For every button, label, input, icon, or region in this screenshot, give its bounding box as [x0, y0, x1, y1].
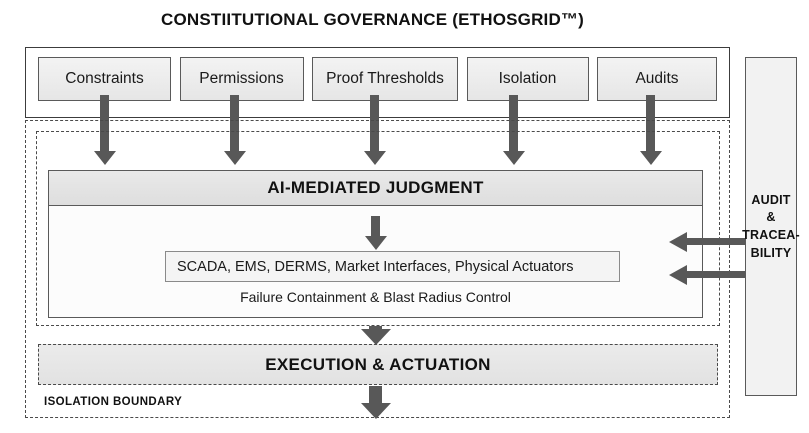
arrow-audits-down: [646, 95, 655, 152]
judgment-header: AI-MEDIATED JUDGMENT: [48, 170, 703, 206]
audit-traceability-sidebar[interactable]: AUDIT & TRACEA- BILITY: [742, 57, 800, 396]
arrow-audit-feedback-lower: [686, 271, 745, 278]
isolation-boundary-label: ISOLATION BOUNDARY: [44, 396, 183, 408]
arrow-execution-output: [369, 386, 382, 404]
failure-containment-text: Failure Containment & Blast Radius Contr…: [240, 289, 511, 305]
arrow-judgment-to-systems: [371, 216, 380, 237]
audit-line-3: TRACEA-: [742, 228, 800, 242]
systems-interfaces-box: SCADA, EMS, DERMS, Market Interfaces, Ph…: [165, 251, 620, 282]
audit-line-4: BILITY: [750, 245, 792, 260]
arrow-judgment-to-execution: [369, 326, 382, 330]
audit-line-1: AUDIT: [751, 192, 791, 207]
arrow-isolation-down: [509, 95, 518, 152]
audit-line-2: &: [766, 210, 776, 225]
pillar-proof-thresholds[interactable]: Proof Thresholds: [312, 57, 458, 101]
execution-actuation-box: EXECUTION & ACTUATION: [38, 344, 718, 385]
pillar-constraints[interactable]: Constraints: [38, 57, 171, 101]
pillar-permissions[interactable]: Permissions: [179, 57, 304, 101]
pillar-isolation[interactable]: Isolation: [466, 57, 589, 101]
arrow-constraints-down: [100, 95, 109, 152]
arrow-proof-thresholds-down: [370, 95, 379, 152]
governance-pillar-row: Constraints Permissions Proof Thresholds…: [25, 57, 730, 101]
diagram-title: CONSTIITUTIONAL GOVERNANCE (ETHOSGRID™): [160, 10, 585, 29]
arrow-permissions-down: [230, 95, 239, 152]
pillar-audits[interactable]: Audits: [597, 57, 717, 101]
arrow-audit-feedback-upper: [686, 238, 745, 245]
